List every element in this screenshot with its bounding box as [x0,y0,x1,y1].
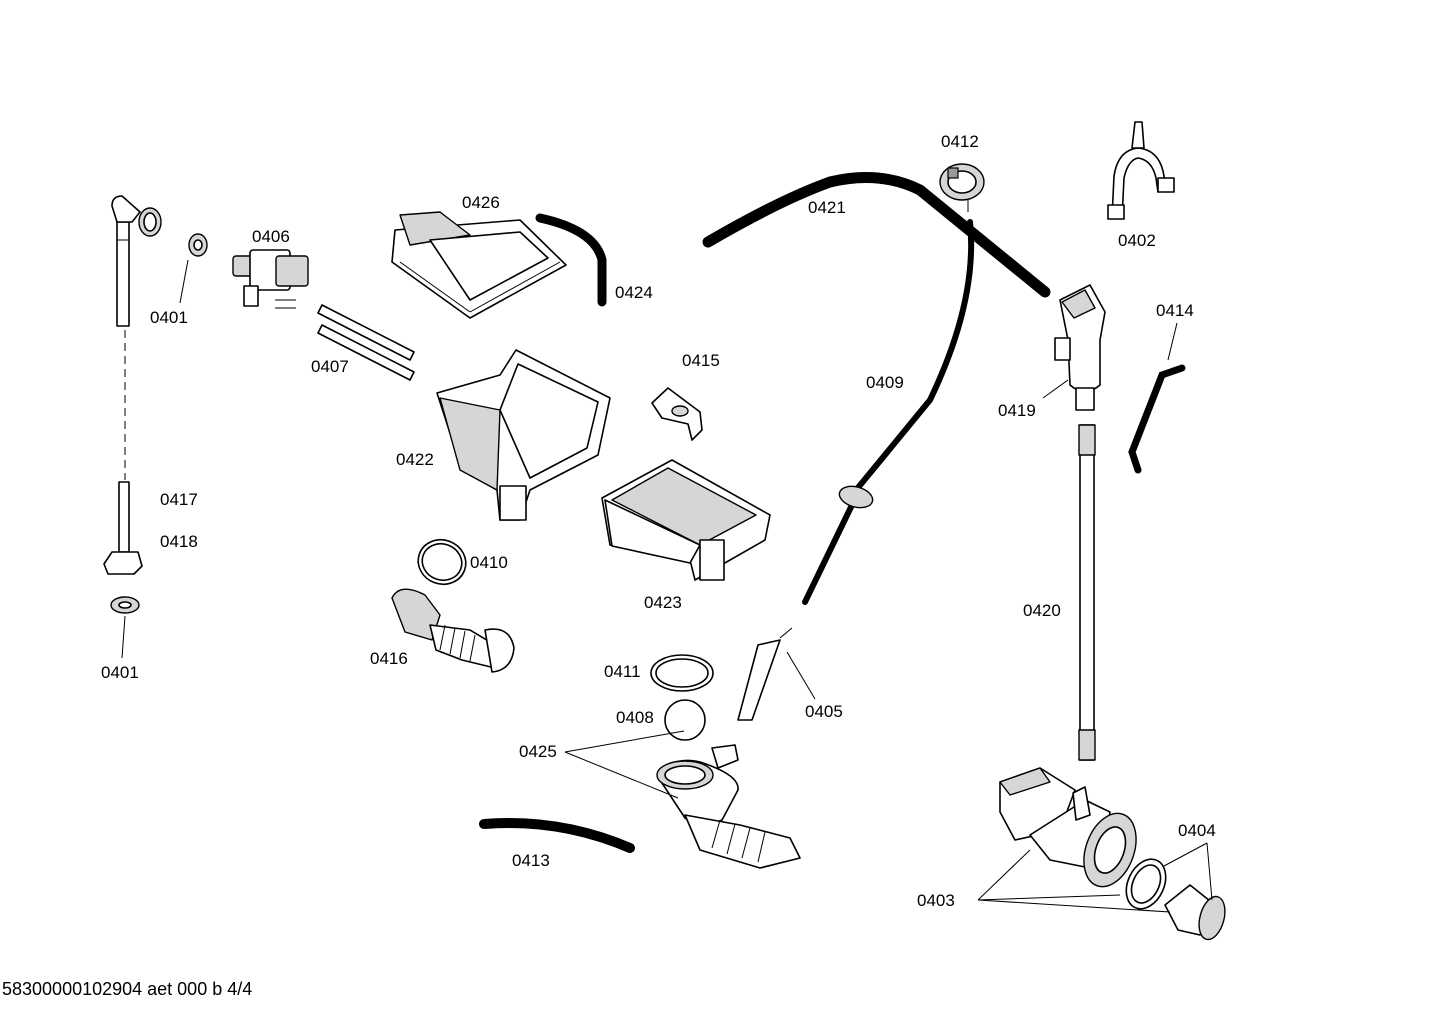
part-0412-pressure-switch [939,163,985,212]
part-0416-bellows-hose [391,588,515,673]
part-0423-drawer [601,459,771,581]
label-0405: 0405 [805,702,843,721]
part-0422-drawer-housing [436,349,611,521]
label-0409: 0409 [866,373,904,392]
label-0420: 0420 [1023,601,1061,620]
label-0425: 0425 [519,742,557,761]
part-0407-rods [317,304,415,381]
label-0402: 0402 [1118,231,1156,250]
label-0401-bottom: 0401 [101,663,139,682]
label-0417: 0417 [160,490,198,509]
label-0419: 0419 [998,401,1036,420]
part-0401-washer-bottom [110,596,140,614]
label-0421: 0421 [808,198,846,217]
part-0403-drain-pump [999,767,1137,888]
part-0413-tube [479,818,635,853]
label-0413: 0413 [512,851,550,870]
part-0424-hose [535,213,607,307]
part-0401-washer-top [188,233,208,257]
part-0405-sensor [737,627,793,721]
part-0414-bent-rod [1128,364,1186,474]
part-0420-vertical-hose [1078,424,1096,761]
part-0404-seal-ring [1125,858,1167,910]
label-0412: 0412 [941,132,979,151]
part-0417-elbow-pipe [111,195,162,327]
part-0410-ring [417,538,467,586]
label-0411: 0411 [604,662,641,681]
part-0418-pipe-base [103,481,143,575]
part-0419-inlet-housing [1054,284,1106,411]
part-0406-valve [232,249,309,309]
label-0406: 0406 [252,227,290,246]
label-0404: 0404 [1178,821,1216,840]
part-0421-long-hose [702,172,1051,298]
label-0423: 0423 [644,593,682,612]
drawing-reference-footer: 58300000102904 aet 000 b 4/4 [2,979,253,999]
label-0403: 0403 [917,891,955,910]
label-0426: 0426 [462,193,500,212]
part-0408-ball [664,699,706,741]
part-0402-u-clip [1107,121,1175,220]
label-0414: 0414 [1156,301,1194,320]
label-0416: 0416 [370,649,408,668]
label-0407: 0407 [311,357,349,376]
part-0425-sump-hose [656,744,801,869]
part-0404-filter [1164,884,1226,941]
label-0422: 0422 [396,450,434,469]
part-0409-pressure-hose [802,219,975,605]
label-0418: 0418 [160,532,198,551]
label-0424: 0424 [615,283,653,302]
label-0408: 0408 [616,708,654,727]
part-0426-top-frame [391,211,567,319]
part-0415-bracket [651,387,703,441]
part-0411-ring [650,654,714,692]
label-0415: 0415 [682,351,720,370]
label-0410: 0410 [470,553,508,572]
label-0401-top: 0401 [150,308,188,327]
